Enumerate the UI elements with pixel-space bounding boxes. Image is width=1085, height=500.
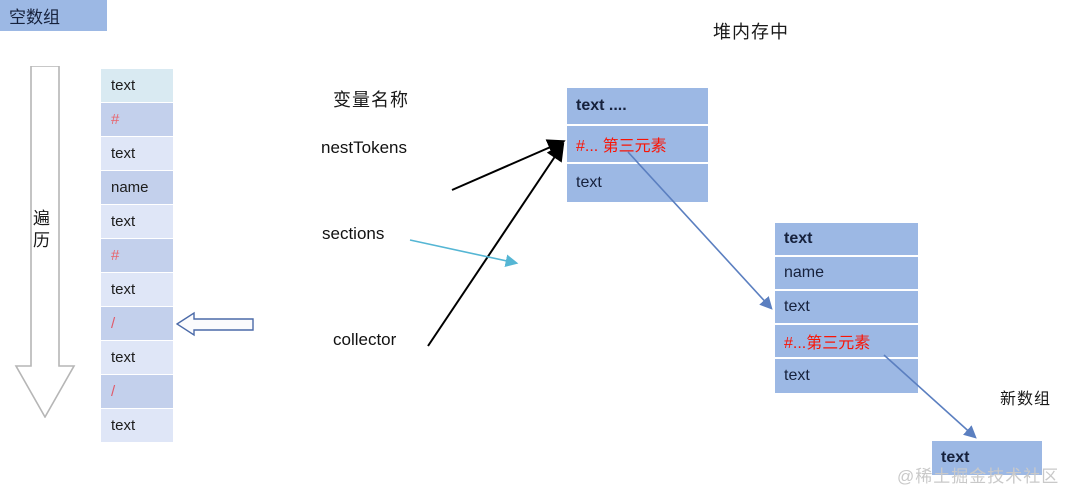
traversal-label: 遍 历 (33, 209, 51, 250)
token-cell: text (101, 137, 173, 171)
heap-box-new-array: text (932, 441, 1042, 475)
token-cell: # (101, 103, 173, 137)
variable-label-nesttokens: nestTokens (321, 138, 407, 157)
token-cell: text (101, 341, 173, 375)
heap-row: text (932, 441, 1042, 475)
token-cell: text (101, 69, 173, 103)
watermark: @稀土掘金技术社区 (897, 467, 1060, 486)
variable-label-collector: collector (333, 330, 397, 349)
token-cell: text (101, 409, 173, 443)
heap-title: 堆内存中 (713, 22, 789, 42)
variables-header: 变量名称 (333, 90, 409, 110)
traversal-arrow-icon (14, 66, 76, 418)
token-cell: / (101, 375, 173, 409)
heap-row: text (775, 291, 918, 325)
arrow-nesttokens-to-box (451, 139, 566, 191)
new-array-label: 新数组 (1000, 391, 1052, 408)
heap-row: #... 第三元素 (567, 126, 708, 164)
arrow-sections-to-empty-array (409, 239, 519, 268)
current-token-pointer-icon (176, 311, 254, 337)
token-cell: text (101, 205, 173, 239)
heap-row: text (775, 359, 918, 393)
heap-row: name (775, 257, 918, 291)
heap-row: #...第三元素 (775, 325, 918, 359)
heap-box-sections-empty-array: 空数组 (0, 0, 107, 31)
token-cell: # (101, 239, 173, 273)
token-cell: name (101, 171, 173, 205)
heap-row: text (567, 164, 708, 202)
token-cell: text (101, 273, 173, 307)
heap-row: text .... (567, 88, 708, 126)
token-cell: / (101, 307, 173, 341)
heap-row: text (775, 223, 918, 257)
arrow-collector-to-box (427, 142, 565, 347)
variable-label-sections: sections (322, 224, 385, 243)
